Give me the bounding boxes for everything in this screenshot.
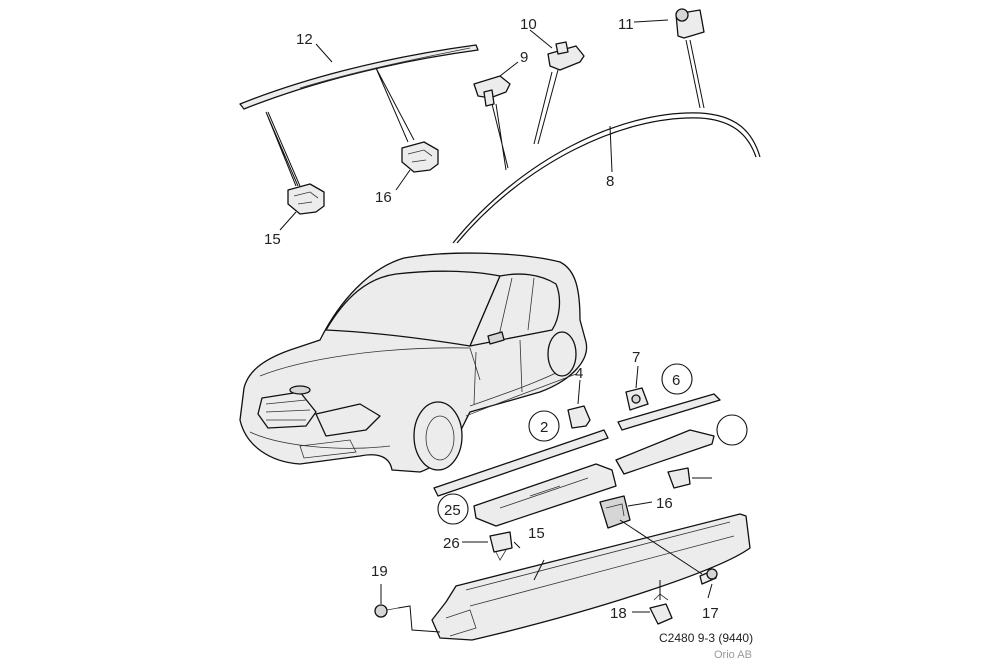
callout-6: 8 bbox=[606, 173, 614, 190]
clip-5 bbox=[625, 387, 649, 411]
callout-16: 16 bbox=[656, 495, 673, 512]
clip-18 bbox=[649, 593, 673, 625]
caption-publisher: Orio AB bbox=[714, 649, 752, 661]
callout-circle-4 bbox=[661, 363, 693, 395]
car-illustration bbox=[239, 252, 588, 473]
callout-17: 17 bbox=[702, 605, 719, 622]
clip-2 bbox=[567, 405, 591, 429]
clip-12 bbox=[401, 141, 439, 173]
moulding-4 bbox=[617, 393, 721, 431]
callout-circle-1 bbox=[528, 410, 560, 442]
callout-19: 19 bbox=[371, 563, 388, 580]
clip-8 bbox=[547, 41, 585, 71]
screw-17 bbox=[699, 568, 718, 585]
callout-9: 11 bbox=[618, 16, 634, 33]
callout-2: 4 bbox=[575, 365, 583, 382]
clip-9 bbox=[675, 8, 705, 39]
callout-18: 18 bbox=[610, 605, 627, 622]
clip-26 bbox=[489, 531, 513, 561]
callout-7: 9 bbox=[520, 49, 528, 66]
callout-11: 15 bbox=[264, 231, 281, 248]
callout-26: 26 bbox=[443, 535, 460, 552]
clip-28 bbox=[667, 467, 691, 489]
callout-circle-25 bbox=[437, 493, 469, 525]
sill-trim-25 bbox=[473, 463, 617, 527]
callout-10: 12 bbox=[296, 31, 313, 48]
bolt-19 bbox=[374, 604, 399, 618]
panel-27 bbox=[615, 429, 715, 475]
bracket-16 bbox=[599, 495, 631, 529]
sill-panel-15 bbox=[431, 513, 751, 641]
callout-15: 15 bbox=[528, 525, 545, 542]
callout-12: 16 bbox=[375, 189, 392, 206]
roof-moulding-6 bbox=[452, 112, 761, 244]
caption: C2480 9-3 (9440) Orio AB bbox=[659, 631, 753, 661]
callout-4: 6 bbox=[672, 372, 680, 389]
callout-8: 10 bbox=[520, 16, 537, 33]
callout-circle-27 bbox=[716, 414, 748, 446]
callout-labels: 12 15 16 9 10 11 8 4 7 6 2 25 16 26 15 1… bbox=[264, 16, 719, 622]
caption-code: C2480 9-3 (9440) bbox=[659, 631, 753, 645]
callout-25: 25 bbox=[444, 502, 461, 519]
roof-moulding-10 bbox=[239, 44, 479, 110]
leader-lines bbox=[265, 19, 713, 633]
callout-1: 2 bbox=[540, 419, 548, 436]
moulding-1 bbox=[433, 429, 609, 497]
clip-11 bbox=[287, 183, 325, 215]
callout-circles bbox=[437, 363, 748, 525]
clip-7 bbox=[473, 75, 511, 107]
callout-5: 7 bbox=[632, 349, 640, 366]
